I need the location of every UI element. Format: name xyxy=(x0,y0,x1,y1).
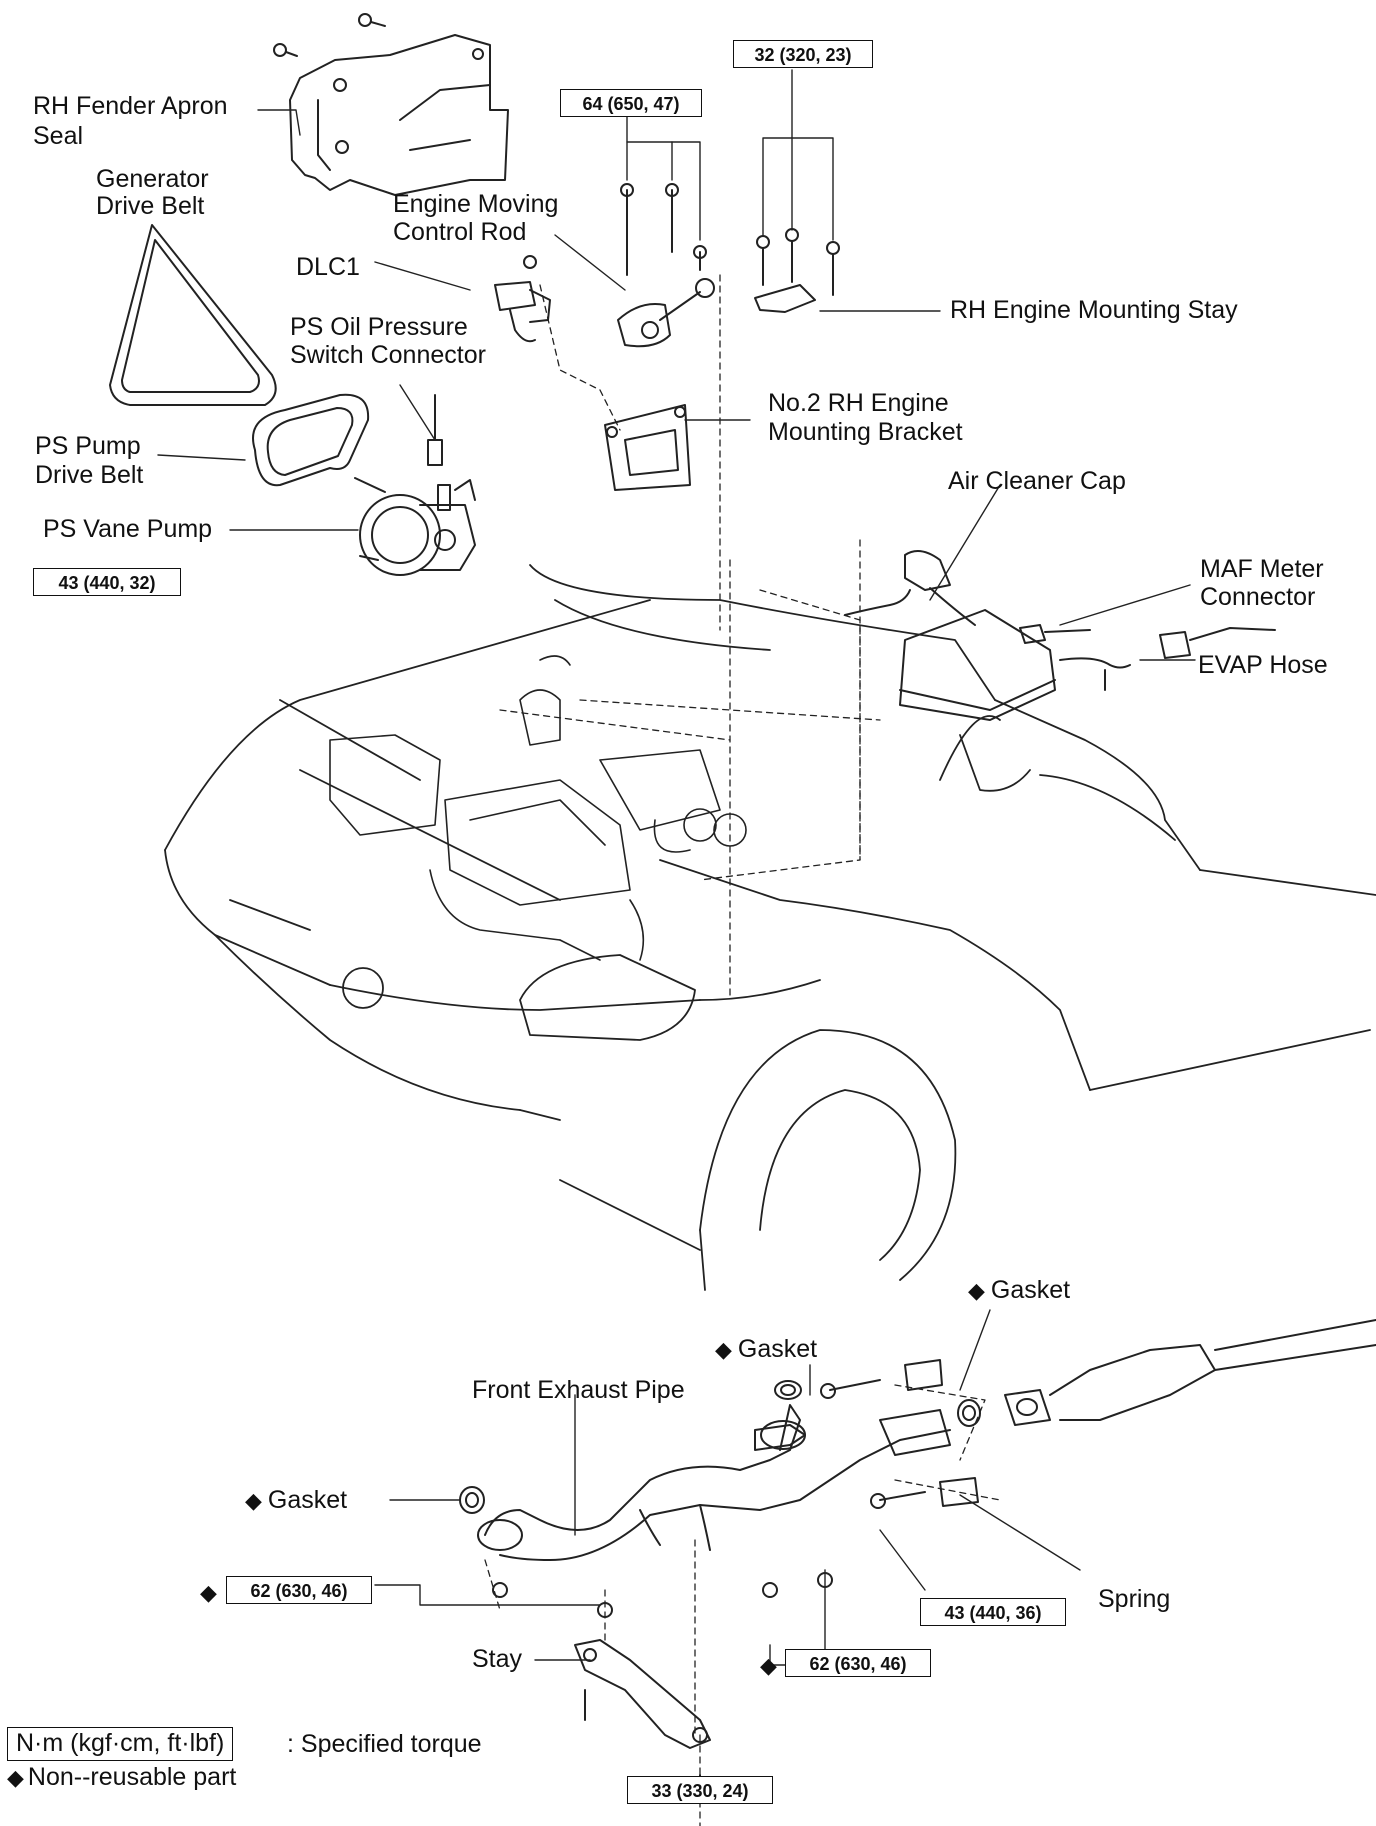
engine-moving-control-rod xyxy=(617,183,715,348)
fasteners xyxy=(492,1359,979,1618)
rh-fender-apron-seal xyxy=(289,34,509,196)
label-generator-drive-belt-line2: Drive Belt xyxy=(96,192,205,220)
label-spring: Spring xyxy=(1098,1585,1171,1613)
label-ps-pump-drive-belt-line2: Drive Belt xyxy=(35,461,144,489)
nonreusable-diamond-icon: ◆ xyxy=(715,1337,732,1362)
label-dlc1: DLC1 xyxy=(296,253,360,281)
engine-compartment xyxy=(329,655,747,961)
catalytic-converter xyxy=(1004,1319,1376,1426)
label-ps-vane-pump: PS Vane Pump xyxy=(43,515,213,543)
torque-62-bottom-diamond-icon: ◆ xyxy=(760,1653,777,1678)
no2-rh-engine-mounting-bracket xyxy=(604,404,691,491)
label-engine-moving-control-rod-line1: Engine Moving xyxy=(393,190,559,218)
nonreusable-diamond-icon: ◆ xyxy=(968,1278,985,1303)
label-gasket-center: ◆Gasket xyxy=(715,1335,818,1363)
front-exhaust-pipe xyxy=(477,1404,951,1561)
label-generator-drive-belt-line1: Generator xyxy=(96,165,209,193)
fender-seal-screws xyxy=(273,13,386,57)
torque-box-33: 33 (330, 24) xyxy=(627,1776,773,1804)
label-no2-rh-engine-mounting-bracket-line1: No.2 RH Engine xyxy=(768,389,949,417)
maf-meter-connector xyxy=(1019,624,1276,659)
torque-62-left-diamond-icon: ◆ xyxy=(200,1580,217,1605)
label-ps-pump-drive-belt-line1: PS Pump xyxy=(35,432,141,460)
label-gasket-left: ◆Gasket xyxy=(245,1486,348,1514)
front-wheel xyxy=(699,1029,957,1291)
label-gasket-right: ◆Gasket xyxy=(968,1276,1071,1304)
label-rh-fender-apron-seal-line1: RH Fender Apron xyxy=(33,92,228,120)
label-engine-moving-control-rod-line2: Control Rod xyxy=(393,218,527,246)
rh-engine-mounting-stay xyxy=(754,228,840,313)
torque-box-64: 64 (650, 47) xyxy=(560,89,702,117)
legend-nonreusable: ◆Non--reusable part xyxy=(7,1763,237,1791)
torque-leaders xyxy=(626,69,834,241)
torque-box-62-left: 62 (630, 46) xyxy=(226,1576,372,1604)
legend-torque-desc: : Specified torque xyxy=(287,1730,482,1758)
leader-lines xyxy=(157,109,1196,1666)
air-cleaner-cap xyxy=(844,550,1056,721)
assembly-dash-lines xyxy=(484,274,1001,1826)
torque-box-32: 32 (320, 23) xyxy=(733,40,873,68)
torque-box-43-ps-pump: 43 (440, 32) xyxy=(33,568,181,596)
generator-drive-belt xyxy=(109,224,277,406)
ps-vane-pump-assembly xyxy=(354,394,476,576)
label-rh-engine-mounting-stay: RH Engine Mounting Stay xyxy=(950,296,1238,324)
evap-hose xyxy=(1059,657,1131,691)
ps-pump-drive-belt xyxy=(252,393,370,487)
label-rh-fender-apron-seal-line2: Seal xyxy=(33,122,84,150)
dlc1-connector xyxy=(494,255,551,343)
label-maf-meter-connector-line2: Connector xyxy=(1200,583,1316,611)
gaskets xyxy=(459,1380,981,1514)
label-stay: Stay xyxy=(472,1645,523,1673)
vehicle-body xyxy=(164,564,1376,1251)
label-evap-hose: EVAP Hose xyxy=(1198,651,1328,679)
nonreusable-diamond-icon: ◆ xyxy=(7,1765,24,1790)
label-no2-rh-engine-mounting-bracket-line2: Mounting Bracket xyxy=(768,418,963,446)
label-ps-oil-pressure-switch-connector-line1: PS Oil Pressure xyxy=(290,313,468,341)
legend-torque-unit-box: N·m (kgf·cm, ft·lbf) xyxy=(7,1727,234,1761)
label-front-exhaust-pipe: Front Exhaust Pipe xyxy=(472,1376,685,1404)
label-ps-oil-pressure-switch-connector-line2: Switch Connector xyxy=(290,341,486,369)
torque-box-43-exhaust: 43 (440, 36) xyxy=(920,1598,1066,1626)
nonreusable-diamond-icon: ◆ xyxy=(245,1488,262,1513)
label-air-cleaner-cap: Air Cleaner Cap xyxy=(948,467,1126,495)
torque-box-62-bottom: 62 (630, 46) xyxy=(785,1649,931,1677)
label-maf-meter-connector-line1: MAF Meter xyxy=(1200,555,1324,583)
